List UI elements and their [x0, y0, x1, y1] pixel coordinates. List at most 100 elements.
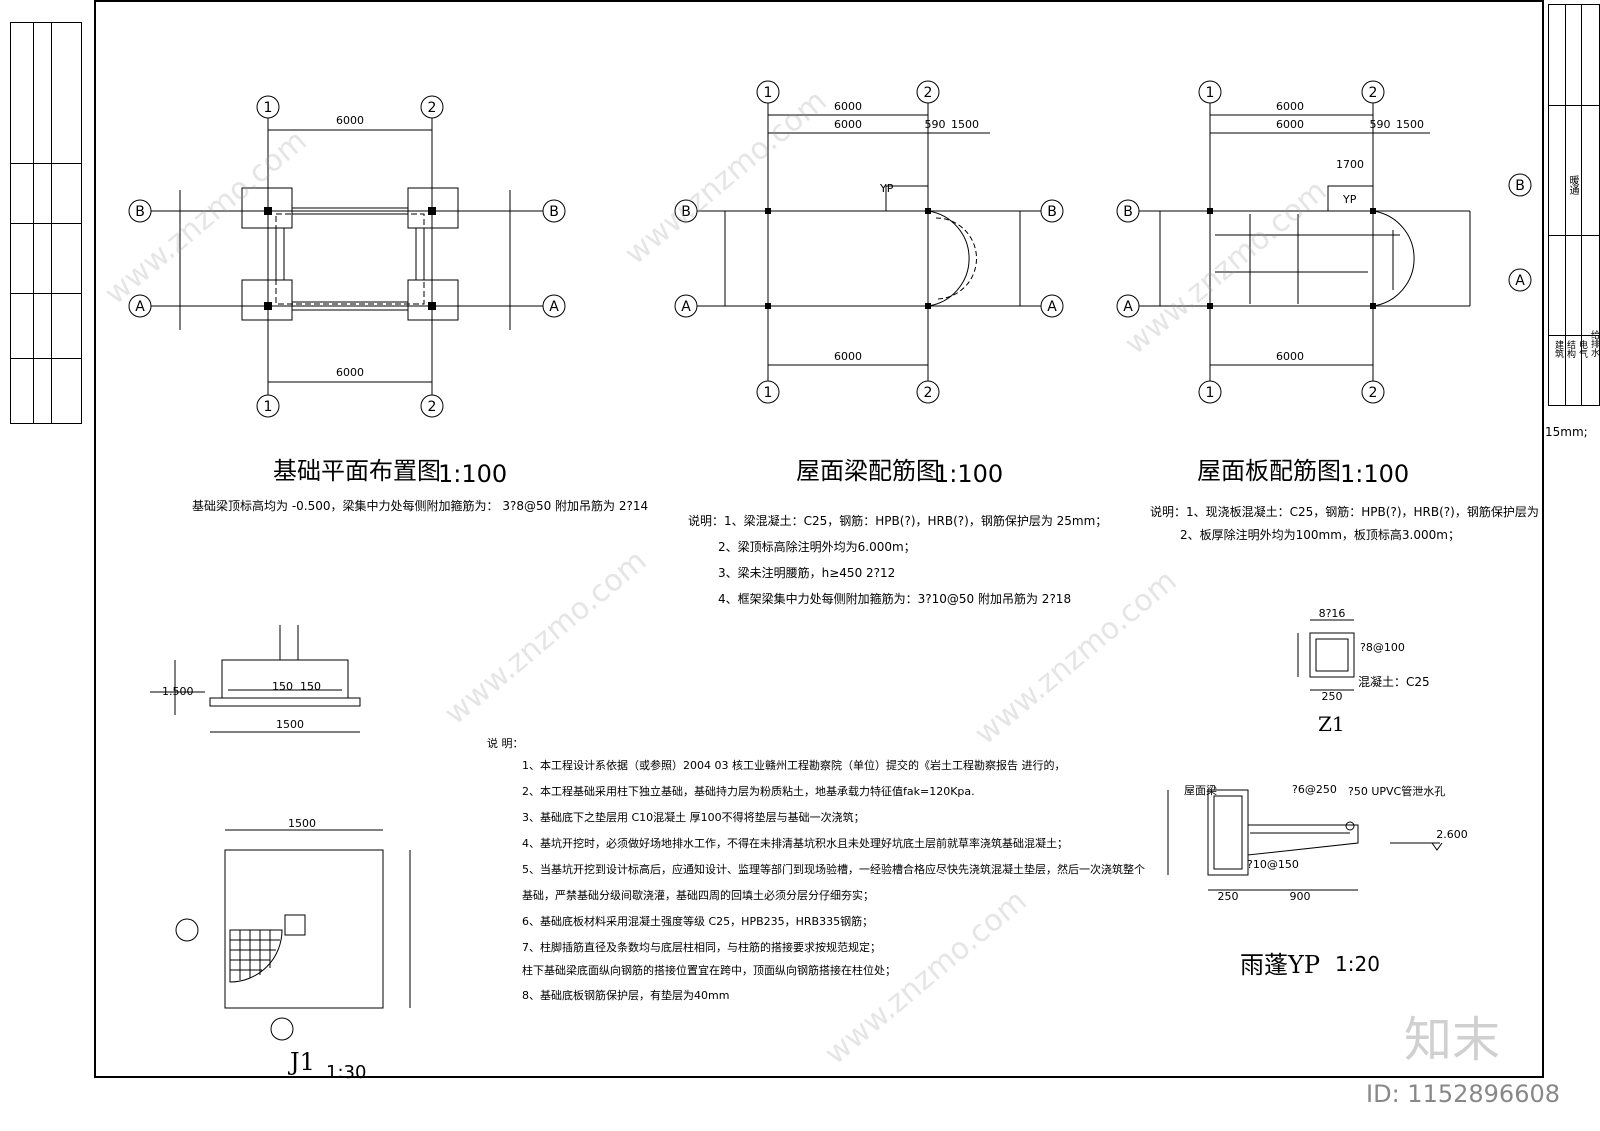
foundation-plan-note: 基础梁顶标高均为 -0.500，梁集中力处每侧附加箍筋为： 3?8@50 附加吊… — [192, 499, 649, 513]
svg-text:2: 2 — [1369, 385, 1378, 401]
svg-text:2: 2 — [428, 399, 437, 415]
right-note: 15mm; — [1545, 425, 1588, 439]
svg-text:A: A — [681, 299, 691, 315]
z1-concrete: 混凝土：C25 — [1358, 675, 1430, 689]
j1-plan — [175, 829, 411, 1041]
general-note-3: 3、基础底下之垫层用 C10混凝土 厚100不得将垫层与基础一次浇筑； — [522, 811, 865, 824]
svg-text:B: B — [1047, 204, 1057, 220]
svg-text:B: B — [549, 204, 559, 220]
svg-text:6000: 6000 — [336, 366, 364, 379]
svg-text:1: 1 — [264, 399, 273, 415]
svg-text:1: 1 — [1206, 85, 1215, 101]
foundation-plan — [128, 95, 566, 418]
svg-text:B: B — [1123, 204, 1133, 220]
general-note-5b: 基础，严禁基础分级间歇浇灌，基础四周的回填土必须分层分仔细夯实； — [522, 889, 874, 902]
yp-section — [1167, 789, 1443, 891]
slab-note-1: 说明：1、现浇板混凝土：C25，钢筋：HPB(?)，HRB(?)，钢筋保护层为 — [1150, 505, 1539, 519]
svg-text:A: A — [1123, 299, 1133, 315]
svg-text:150: 150 — [300, 680, 321, 693]
svg-text:250: 250 — [1322, 690, 1343, 703]
roof-slab-plan — [1116, 80, 1532, 404]
z1-stirrup: ?8@100 — [1360, 641, 1405, 654]
svg-text:1500: 1500 — [951, 118, 979, 131]
svg-text:6000: 6000 — [336, 114, 364, 127]
j1-scale: 1:30 — [326, 1062, 367, 1083]
svg-text:2: 2 — [428, 100, 437, 116]
beam-note-4: 4、框架梁集中力处每侧附加箍筋为：3?10@50 附加吊筋为 2?18 — [718, 592, 1072, 606]
general-note-4: 4、基坑开挖时，必须做好场地排水工作，不得在未排清基坑积水且未处理好坑底土层前就… — [522, 837, 1068, 850]
svg-text:A: A — [135, 299, 145, 315]
yp-pipe: ?50 UPVC管泄水孔 — [1348, 785, 1446, 798]
roof-beam-title: 屋面梁配筋图 — [796, 457, 940, 485]
svg-text:250: 250 — [1218, 890, 1239, 903]
foundation-plan-title: 基础平面布置图 — [273, 457, 441, 485]
svg-text:6000: 6000 — [834, 350, 862, 363]
id-label: ID: 1152896608 — [1366, 1080, 1560, 1108]
svg-text:1700: 1700 — [1336, 158, 1364, 171]
svg-text:1500: 1500 — [276, 718, 304, 731]
svg-text:6000: 6000 — [834, 118, 862, 131]
svg-text:590: 590 — [1370, 118, 1391, 131]
tb-item-struct: 结构 — [1565, 340, 1575, 358]
beam-note-1: 说明：1、梁混凝土：C25，钢筋：HPB(?)，HRB(?)，钢筋保护层为 25… — [688, 514, 1108, 528]
yp-title: 雨蓬YP — [1240, 951, 1320, 979]
general-note-8: 8、基础底板钢筋保护层，有垫层为40mm — [522, 989, 730, 1002]
svg-text:900: 900 — [1290, 890, 1311, 903]
roof-slab-title: 屋面板配筋图 — [1197, 457, 1341, 485]
svg-text:6000: 6000 — [834, 100, 862, 113]
svg-text:YP: YP — [879, 182, 894, 195]
general-note-6: 6、基础底板材料采用混凝土强度等级 C25，HPB235，HRB335钢筋； — [522, 915, 874, 928]
yp-scale: 1:20 — [1335, 952, 1380, 976]
slab-note-2: 2、板厚除注明外均为100mm，板顶标高3.000m； — [1180, 528, 1460, 542]
left-title-block — [10, 22, 82, 424]
roof-beam-plan — [674, 80, 1064, 404]
svg-text:8?16: 8?16 — [1319, 607, 1346, 620]
svg-text:1: 1 — [764, 85, 773, 101]
svg-text:A: A — [1047, 299, 1057, 315]
svg-text:1: 1 — [264, 100, 273, 116]
tb-item-arch: 建筑 — [1553, 340, 1563, 358]
yp-bar2: ?10@150 — [1247, 858, 1299, 871]
brand-logo: 知末 — [1403, 1012, 1500, 1068]
svg-text:2.600: 2.600 — [1436, 828, 1468, 841]
drawing-frame — [94, 0, 1544, 1078]
svg-text:1500: 1500 — [1396, 118, 1424, 131]
svg-text:A: A — [549, 299, 559, 315]
yp-bar1: ?6@250 — [1292, 783, 1337, 796]
svg-text:6000: 6000 — [1276, 350, 1304, 363]
tb-item-water: 给排水 — [1589, 330, 1599, 357]
svg-text:1500: 1500 — [288, 817, 316, 830]
j1-title: J1 — [290, 1048, 315, 1076]
beam-note-2: 2、梁顶标高除注明外均为6.000m； — [718, 540, 916, 554]
svg-text:2: 2 — [1369, 85, 1378, 101]
svg-text:6000: 6000 — [1276, 118, 1304, 131]
tb-item-elec: 电气 — [1577, 340, 1587, 358]
svg-text:150: 150 — [272, 680, 293, 693]
svg-text:1: 1 — [1206, 385, 1215, 401]
general-note-2: 2、本工程基础采用柱下独立基础，基础持力层为粉质粘土，地基承载力特征值fak=1… — [522, 785, 975, 798]
yp-roof-beam: 屋面梁 — [1184, 784, 1217, 797]
general-note-7b: 柱下基础梁底面纵向钢筋的搭接位置宜在跨中，顶面纵向钢筋搭接在柱位处； — [522, 964, 896, 977]
z1-section — [1297, 619, 1355, 691]
foundation-plan-scale: 1:100 — [438, 460, 508, 488]
svg-text:B: B — [681, 204, 691, 220]
general-note-1: 1、本工程设计系依据（或参照）2004 03 核工业赣州工程勘察院（单位）提交的… — [522, 759, 1066, 772]
tb-label-hvac: 暖通 — [1567, 175, 1578, 195]
general-notes-title: 说 明： — [487, 737, 524, 750]
svg-text:6000: 6000 — [1276, 100, 1304, 113]
svg-text:2: 2 — [924, 385, 933, 401]
svg-text:2: 2 — [924, 85, 933, 101]
general-note-7: 7、柱脚插筋直径及条数均与底层柱相同，与柱筋的搭接要求按规范规定； — [522, 941, 881, 954]
general-note-5: 5、当基坑开挖到设计标高后，应通知设计、监理等部门到现场验槽，一经验槽合格应尽快… — [522, 863, 1145, 876]
beam-note-3: 3、梁未注明腰筋，h≥450 2?12 — [718, 566, 896, 580]
roof-beam-scale: 1:100 — [934, 460, 1004, 488]
svg-text:-1.500: -1.500 — [158, 685, 193, 698]
z1-title: Z1 — [1318, 712, 1345, 736]
svg-text:1: 1 — [764, 385, 773, 401]
svg-text:B: B — [135, 204, 145, 220]
svg-text:YP: YP — [1342, 193, 1357, 206]
svg-text:A: A — [1515, 273, 1525, 289]
svg-text:590: 590 — [925, 118, 946, 131]
j1-section — [150, 625, 361, 733]
